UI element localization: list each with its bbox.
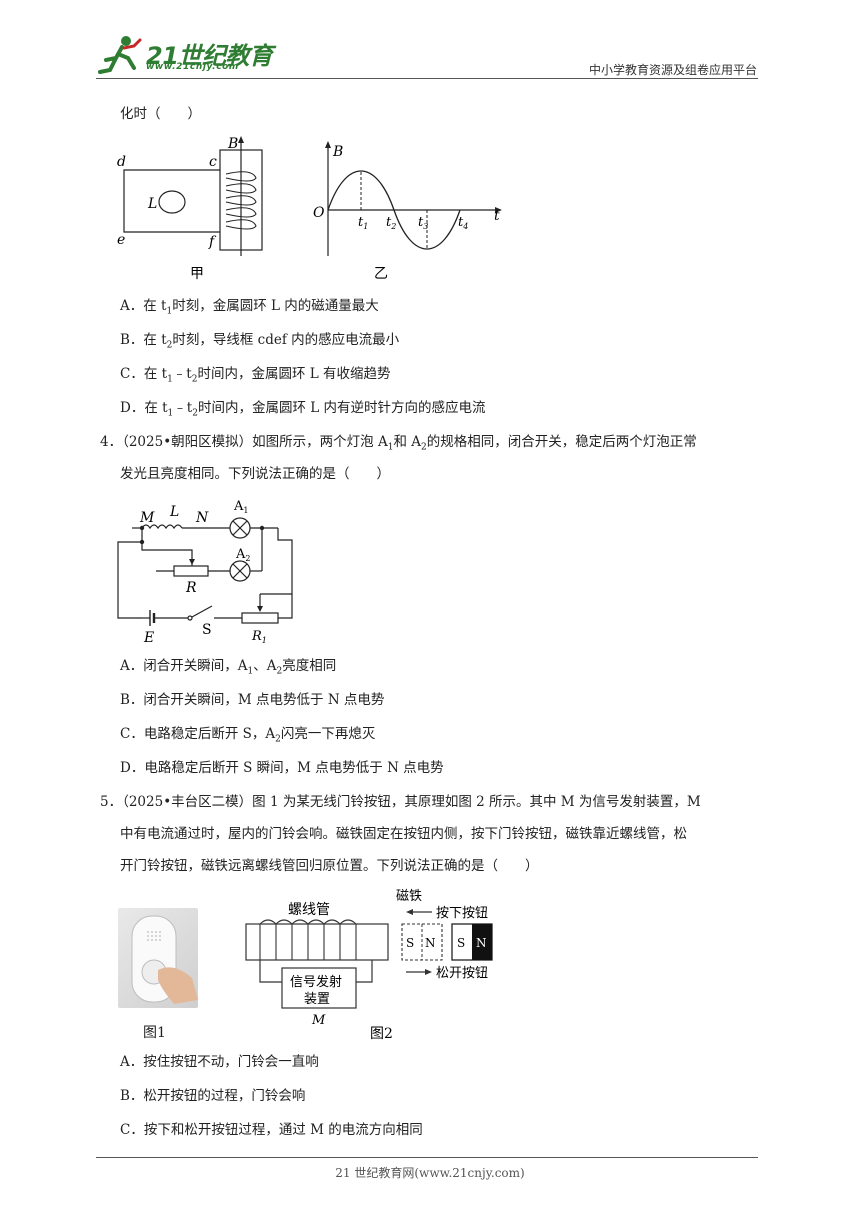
yi-label-O: O: [313, 205, 325, 221]
footer-divider: [96, 1157, 758, 1158]
magnet2-S: S: [457, 936, 465, 950]
label-M: M: [311, 1013, 326, 1028]
circuit-label-E: E: [143, 630, 154, 646]
label-L: L: [147, 196, 157, 212]
caption-jia: 甲: [190, 266, 204, 282]
label-device-line1: 信号发射: [290, 974, 342, 990]
q4-stem-line2: 发光且亮度相同。下列说法正确的是（ ）: [120, 466, 390, 482]
figure-circuit: M L N A1 A2 R E S R1: [117, 499, 293, 646]
q3-option-b: B．在 t2时刻，导线框 cdef 内的感应电流最小: [120, 332, 400, 351]
circuit-label-R1: R1: [251, 629, 267, 645]
magnet2-N: N: [476, 936, 487, 950]
q5-option-b: B．松开按钮的过程，门铃会响: [120, 1088, 306, 1104]
label-solenoid: 螺线管: [288, 902, 330, 918]
circuit-label-N: N: [195, 510, 209, 526]
q5-option-c: C．按下和松开按钮过程，通过 M 的电流方向相同: [120, 1122, 423, 1138]
label-B: B: [227, 136, 238, 152]
label-device-line2: 装置: [304, 992, 330, 1007]
platform-name: 中小学教育资源及组卷应用平台: [588, 63, 757, 77]
caption-fig2: 图2: [370, 1026, 393, 1040]
circuit-label-R: R: [185, 580, 197, 596]
q3-stem-tail: 化时（ ）: [120, 106, 201, 122]
q3-option-d: D．在 t1﹣t2时间内，金属圆环 L 内有逆时针方向的感应电流: [120, 400, 486, 419]
label-e: e: [117, 232, 125, 248]
yi-label-t2: t2: [386, 215, 396, 231]
circuit-label-A1: A1: [233, 499, 248, 515]
label-f: f: [208, 234, 217, 250]
doorbell-photo: [118, 908, 198, 1008]
label-press: 按下按钮: [436, 906, 488, 921]
circuit-label-L: L: [169, 504, 179, 520]
caption-yi: 乙: [374, 266, 388, 282]
header-divider: [96, 78, 758, 79]
circuit-label-A2: A2: [235, 547, 250, 563]
q5-stem-line1: 5．（2025•丰台区二模）图 1 为某无线门铃按钮，其原理如图 2 所示。其中…: [100, 794, 701, 810]
q5-stem-line2: 中有电流通过时，屋内的门铃会响。磁铁固定在按钮内侧，按下门铃按钮，磁铁靠近螺线管…: [120, 826, 687, 842]
q4-stem-line1: 4．（2025•朝阳区模拟）如图所示，两个灯泡 A1和 A2的规格相同，闭合开关…: [100, 434, 697, 453]
logo-text: 21世纪教育: [146, 42, 273, 70]
magnet1-N: N: [425, 936, 436, 950]
runner-icon: [98, 36, 142, 74]
yi-label-t1: t1: [358, 215, 368, 231]
q4-option-a: A．闭合开关瞬间，A1、A2亮度相同: [120, 658, 337, 677]
yi-label-t4: t4: [458, 215, 468, 231]
circuit-label-M: M: [139, 510, 155, 526]
q4-option-b: B．闭合开关瞬间，M 点电势低于 N 点电势: [120, 692, 385, 708]
figure-jia: L d e c f B 甲: [117, 136, 263, 282]
q3-option-c: C．在 t1﹣t2时间内，金属圆环 L 有收缩趋势: [120, 366, 391, 385]
figure-doorbell-principle: 螺线管 信号发射 装置 M 图2 磁铁 按下按钮 S N S N 松开按钮: [245, 889, 493, 1040]
label-release: 松开按钮: [436, 966, 488, 981]
q3-option-a: A．在 t1时刻，金属圆环 L 内的磁通量最大: [120, 298, 379, 317]
label-d: d: [117, 154, 126, 170]
logo-url: www.21cnjy.com: [146, 62, 239, 72]
site-logo: [96, 34, 266, 76]
q4-option-d: D．电路稳定后断开 S 瞬间，M 点电势低于 N 点电势: [120, 760, 444, 776]
q5-stem-line3: 开门铃按钮，磁铁远离螺线管回归原位置。下列说法正确的是（ ）: [120, 858, 539, 874]
q5-option-a: A．按住按钮不动，门铃会一直响: [120, 1054, 319, 1070]
yi-label-t: t: [494, 208, 500, 224]
yi-label-B: B: [332, 144, 343, 160]
figure-yi: B O t t1 t2 t3 t4 乙: [313, 141, 502, 282]
label-magnet: 磁铁: [396, 889, 422, 904]
yi-label-t3: t3: [418, 215, 428, 231]
footer-text: 21 世纪教育网(www.21cnjy.com): [335, 1166, 525, 1180]
magnet1-S: S: [406, 936, 414, 950]
circuit-label-S: S: [202, 622, 212, 638]
label-c: c: [209, 154, 217, 170]
q4-option-c: C．电路稳定后断开 S，A2闪亮一下再熄灭: [120, 726, 376, 745]
caption-fig1: 图1: [143, 1025, 166, 1041]
